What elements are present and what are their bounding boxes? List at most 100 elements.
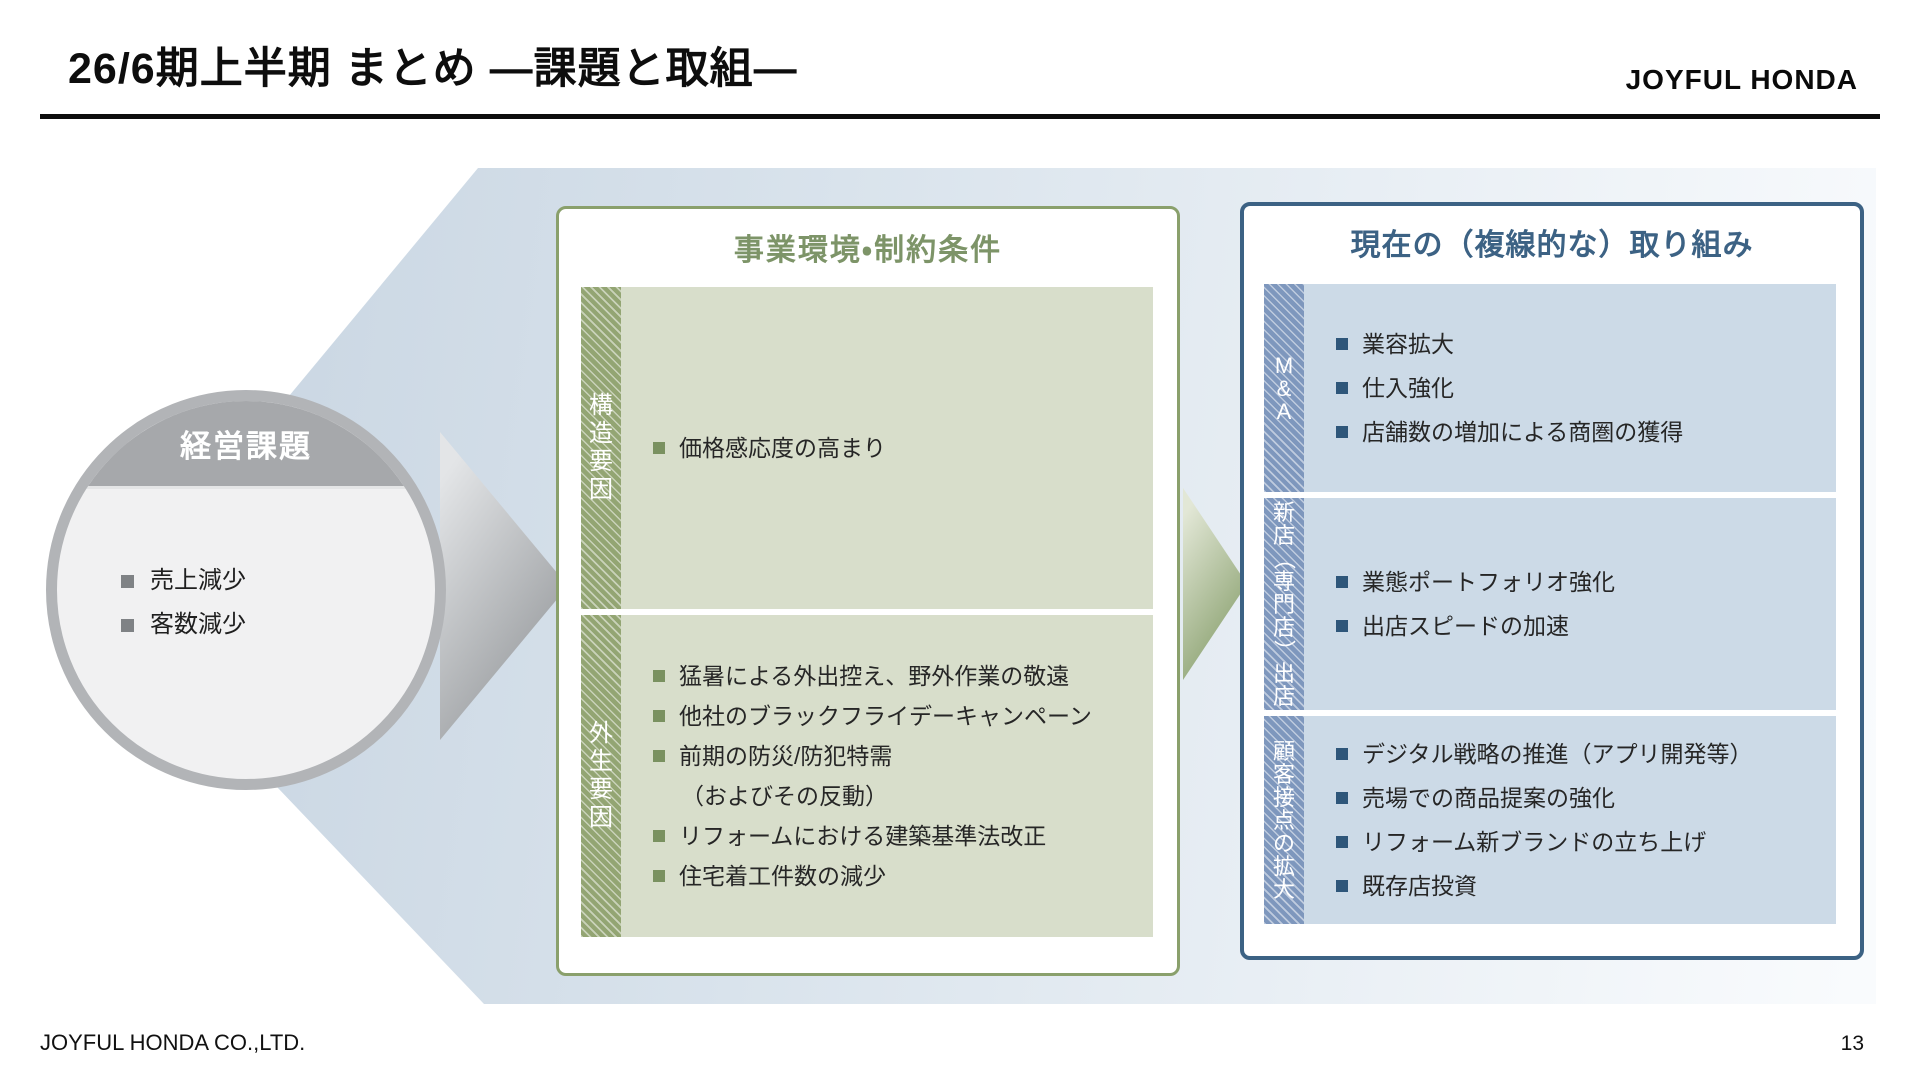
vertical-label-char: 出: [1272, 660, 1295, 686]
bullet-text: デジタル戦略の推進（アプリ開発等）: [1362, 741, 1753, 767]
bullet-text: 業容拡大: [1362, 331, 1454, 357]
bullet-line: 売上減少: [121, 559, 246, 603]
vertical-label-char: 専: [1272, 568, 1295, 594]
vertical-label-char: 点: [1272, 807, 1295, 833]
vertical-label-char: 拡: [1272, 853, 1295, 879]
square-bullet-icon: [653, 870, 665, 882]
bullet-line: 店舗数の増加による商圏の獲得: [1336, 410, 1836, 454]
initiatives-row-customer-touchpoints: 顧客接点の拡大 デジタル戦略の推進（アプリ開発等） 売場での商品提案の強化リフォー…: [1264, 716, 1836, 924]
bullet-line: 価格感応度の高まり: [653, 428, 1153, 468]
row-bullets-customer-touchpoints: デジタル戦略の推進（アプリ開発等） 売場での商品提案の強化リフォーム新ブランドの立…: [1304, 716, 1836, 924]
page-title: 26/6期上半期 まとめ ―課題と取組―: [68, 45, 798, 93]
bullet-line: 他社のブラックフライデーキャンペーン: [653, 696, 1153, 736]
row-label-ma: M&A: [1264, 284, 1304, 492]
company-logo: JOYFUL HONDA: [1625, 64, 1858, 95]
initiatives-box: 現在の（複線的な）取り組み M&A 業容拡大仕入強化店舗数の増加による商圏の獲得…: [1240, 202, 1864, 960]
environment-row-exogenous: 外生要因 猛暑による外出控え、野外作業の敬遠他社のブラックフライデーキャンペーン…: [581, 615, 1153, 937]
bullet-text: 売上減少: [150, 567, 246, 594]
row-bullets-exogenous: 猛暑による外出控え、野外作業の敬遠他社のブラックフライデーキャンペーン前期の防災…: [621, 615, 1153, 937]
bullet-line: 仕入強化: [1336, 366, 1836, 410]
bullet-text: リフォーム新ブランドの立ち上げ: [1362, 829, 1707, 855]
vertical-label-char: 店: [1272, 614, 1295, 640]
vertical-label-char: 店: [1272, 522, 1295, 548]
environment-box-title: 事業環境・制約条件: [733, 234, 1003, 267]
footer-company-name: JOYFUL HONDA CO.,LTD.: [40, 1030, 306, 1055]
bullet-text: 既存店投資: [1362, 873, 1477, 899]
vertical-label-char: 外: [589, 720, 613, 747]
square-bullet-icon: [653, 830, 665, 842]
bullet-line: デジタル戦略の推進（アプリ開発等）: [1336, 732, 1836, 776]
initiatives-box-title: 現在の（複線的な）取り組み: [1350, 229, 1754, 262]
environment-row-structural: 構造要因 価格感応度の高まり: [581, 287, 1153, 609]
vertical-label-char: の: [1272, 830, 1295, 856]
vertical-label-char: 大: [1272, 876, 1295, 902]
square-bullet-icon: [121, 574, 134, 588]
bullet-line: リフォームにおける建築基準法改正: [653, 816, 1153, 856]
bullet-text: 売場での商品提案の強化: [1362, 785, 1615, 811]
row-label-customer-touchpoints: 顧客接点の拡大: [1264, 716, 1304, 924]
vertical-label-char: 顧: [1272, 738, 1295, 764]
bullet-text: 業態ポートフォリオ強化: [1362, 569, 1615, 595]
bullet-text: （およびその反動）: [681, 783, 888, 809]
vertical-label-char: M: [1274, 352, 1294, 378]
bullet-line: 前期の防災/防犯特需: [653, 736, 1153, 776]
circle-title: 経営課題: [180, 429, 312, 464]
environment-box: 事業環境・制約条件 構造要因 価格感応度の高まり 外生要因 猛暑による外出控え、…: [556, 206, 1180, 976]
square-bullet-icon: [1336, 576, 1348, 588]
square-bullet-icon: [1336, 880, 1348, 892]
bullet-text: 仕入強化: [1362, 375, 1454, 401]
title-divider: [40, 114, 1880, 119]
bullet-text: 前期の防災/防犯特需: [679, 743, 893, 769]
vertical-label-char: 生: [589, 748, 613, 775]
row-bullets-new-stores: 業態ポートフォリオ強化出店スピードの加速: [1304, 498, 1836, 710]
square-bullet-icon: [1336, 426, 1348, 438]
bullet-text: 店舗数の増加による商圏の獲得: [1362, 419, 1684, 445]
vertical-label-char: 要: [589, 776, 613, 803]
vertical-label-char: 構: [589, 392, 613, 419]
vertical-label-char: 店: [1272, 683, 1295, 709]
page-number: 13: [1840, 1032, 1864, 1055]
row-bullets-structural: 価格感応度の高まり: [621, 287, 1153, 609]
vertical-label-char: &: [1276, 375, 1292, 401]
row-label-structural: 構造要因: [581, 287, 621, 609]
bullet-line: 出店スピードの加速: [1336, 604, 1836, 648]
vertical-label-char: A: [1276, 398, 1292, 424]
vertical-label-char: 門: [1272, 591, 1295, 617]
bullet-line: 客数減少: [121, 603, 246, 647]
bullet-text: 他社のブラックフライデーキャンペーン: [679, 703, 1092, 729]
bullet-line: 既存店投資: [1336, 864, 1836, 908]
bullet-text: 出店スピードの加速: [1362, 613, 1569, 639]
initiatives-row-ma: M&A 業容拡大仕入強化店舗数の増加による商圏の獲得: [1264, 284, 1836, 492]
bullet-line: 業容拡大: [1336, 322, 1836, 366]
vertical-label-char: 客: [1272, 761, 1295, 787]
bullet-line: 売場での商品提案の強化: [1336, 776, 1836, 820]
vertical-label-char: 造: [589, 420, 613, 447]
square-bullet-icon: [1336, 382, 1348, 394]
vertical-label-char: 接: [1272, 784, 1295, 810]
bullet-text: 猛暑による外出控え、野外作業の敬遠: [679, 663, 1070, 689]
initiatives-row-new-stores: 新店（専門店）出店 業態ポートフォリオ強化出店スピードの加速: [1264, 498, 1836, 710]
bullet-line: リフォーム新ブランドの立ち上げ: [1336, 820, 1836, 864]
bullet-line: （およびその反動）: [653, 776, 1153, 816]
square-bullet-icon: [1336, 836, 1348, 848]
square-bullet-icon: [1336, 338, 1348, 350]
vertical-label-char: 新: [1272, 499, 1295, 525]
management-issues-circle: 経営課題 売上減少客数減少: [46, 390, 446, 790]
bullet-text: 住宅着工件数の減少: [679, 863, 886, 889]
circle-bullet-list: 売上減少客数減少: [121, 559, 246, 647]
row-label-exogenous: 外生要因: [581, 615, 621, 937]
square-bullet-icon: [121, 618, 134, 632]
bullet-text: 価格感応度の高まり: [679, 435, 886, 461]
vertical-label-char: （: [1271, 546, 1297, 570]
row-label-new-stores: 新店（専門店）出店: [1264, 498, 1304, 710]
square-bullet-icon: [1336, 748, 1348, 760]
square-bullet-icon: [1336, 792, 1348, 804]
circle-header-band: 経営課題: [57, 401, 435, 489]
vertical-label-char: 因: [589, 476, 613, 503]
bullet-text: 客数減少: [150, 611, 246, 638]
vertical-label-char: 因: [589, 804, 613, 831]
square-bullet-icon: [653, 710, 665, 722]
square-bullet-icon: [653, 670, 665, 682]
square-bullet-icon: [653, 750, 665, 762]
